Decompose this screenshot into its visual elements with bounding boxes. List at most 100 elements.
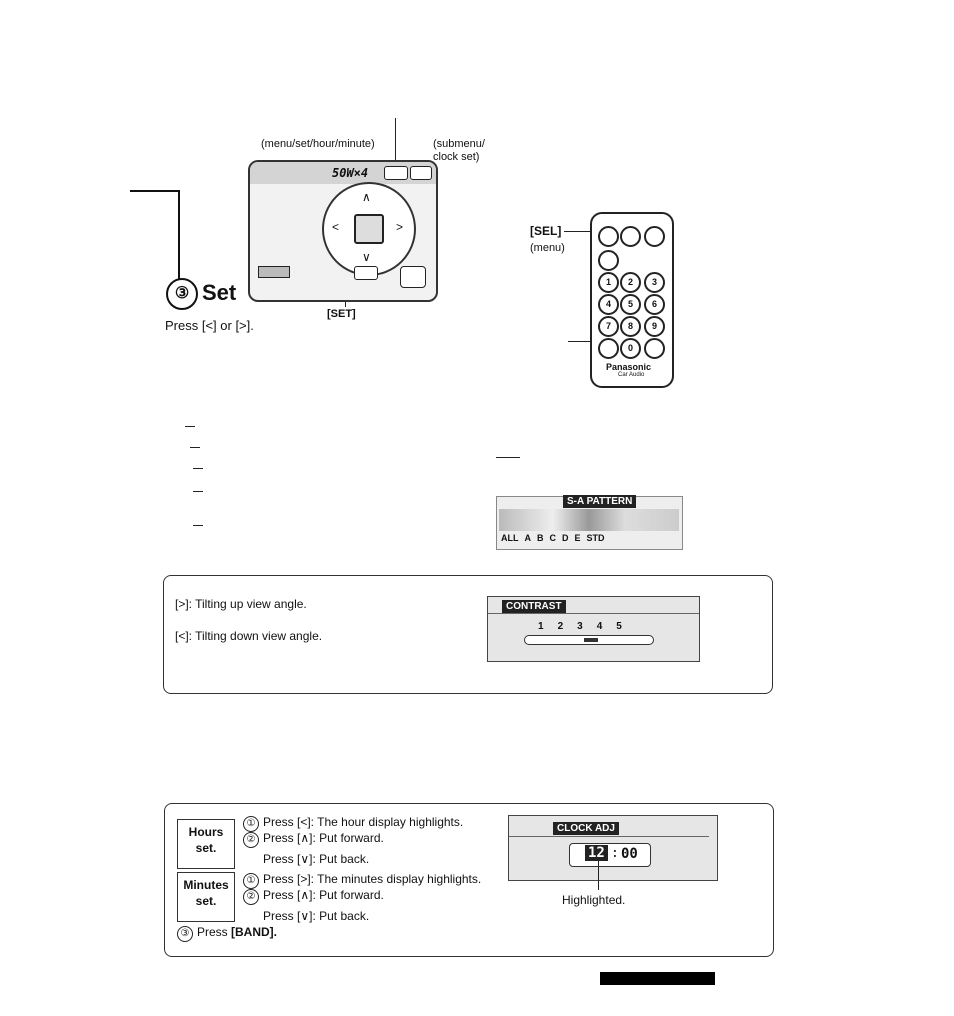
- remote-key-label: 8: [627, 321, 633, 331]
- remote-key-5[interactable]: 5: [620, 294, 641, 315]
- final-step-key: [BAND].: [231, 925, 278, 939]
- remote-key-sel[interactable]: [644, 226, 665, 247]
- contrast-slider-thumb[interactable]: [584, 638, 598, 642]
- contrast-levels: 1 2 3 4 5: [538, 621, 622, 632]
- remote-brand: Panasonic: [606, 362, 652, 372]
- remote-sel-sublabel: (menu): [530, 242, 565, 254]
- hours-step-number: ①: [243, 816, 259, 832]
- sa-option-all[interactable]: ALL: [501, 533, 519, 543]
- hours-step-1: ① Press [<]: The hour display highlights.: [243, 815, 464, 832]
- remote-key-4[interactable]: 4: [598, 294, 619, 315]
- clock-info-box: [164, 803, 774, 957]
- contrast-down-text: [<]: Tilting down view angle.: [175, 629, 323, 643]
- final-step-number: ③: [177, 926, 193, 942]
- contrast-level-4: 4: [596, 621, 603, 632]
- menu-callout-line: [395, 118, 396, 178]
- unit-down-icon[interactable]: ∨: [362, 250, 371, 264]
- contrast-level-2: 2: [557, 621, 564, 632]
- contrast-level-1: 1: [538, 621, 544, 632]
- remote-key-3[interactable]: 3: [644, 272, 665, 293]
- contrast-level-3: 3: [577, 621, 583, 632]
- sa-pattern-map: [499, 509, 679, 531]
- clock-time-frame: [569, 843, 651, 867]
- hours-set-label: Hours set.: [177, 819, 235, 869]
- minutes-steps: ① Press [>]: The minutes display highligh…: [243, 872, 482, 923]
- list-dash-4: [193, 491, 203, 492]
- clock-screen: CLOCK ADJ 12 : 00: [508, 815, 718, 881]
- unit-display-button[interactable]: [258, 266, 290, 278]
- remote-key-label: 4: [605, 299, 611, 309]
- head-unit-panel: 50W×4 ∧ ∨ < >: [248, 160, 438, 302]
- minutes-step-number: ②: [243, 889, 259, 905]
- step-bracket: [130, 190, 180, 192]
- hours-step-text: Press [<]: The hour display highlights.: [263, 815, 464, 829]
- remote-key-label: 5: [627, 299, 633, 309]
- sa-pattern-title: S-A PATTERN: [563, 495, 637, 508]
- unit-left-icon[interactable]: <: [332, 220, 340, 234]
- clock-title: CLOCK ADJ: [553, 822, 619, 835]
- unit-eject-button[interactable]: [400, 266, 426, 288]
- sa-option-c[interactable]: C: [549, 533, 557, 543]
- minutes-step-3: Press [∨]: Put back.: [243, 904, 481, 923]
- contrast-divider: [488, 613, 699, 614]
- list-dash-1: [185, 426, 195, 427]
- remote-band-line: [568, 341, 594, 342]
- remote-sel-label: [SEL]: [530, 224, 562, 238]
- final-step: ③ Press [BAND].: [177, 925, 277, 942]
- sa-option-std[interactable]: STD: [586, 533, 605, 543]
- remote-key-band[interactable]: [598, 338, 619, 359]
- unit-menu-button[interactable]: [384, 166, 408, 180]
- hours-steps: ① Press [<]: The hour display highlights.…: [243, 815, 464, 866]
- remote-key-disp[interactable]: [644, 338, 665, 359]
- clock-caption: Highlighted.: [562, 893, 626, 907]
- sa-option-d[interactable]: D: [562, 533, 569, 543]
- unit-center-button[interactable]: [354, 214, 384, 244]
- remote-key-8[interactable]: 8: [620, 316, 641, 337]
- minutes-step-number: ①: [243, 873, 259, 889]
- unit-disp-button[interactable]: [354, 266, 378, 280]
- step-title: Set: [202, 280, 237, 305]
- remote-key-label: 2: [627, 277, 633, 287]
- hours-step-text: Press [∧]: Put forward.: [263, 831, 384, 845]
- remote-key-6[interactable]: 6: [644, 294, 665, 315]
- remote-key-2[interactable]: 2: [620, 272, 641, 293]
- remote-key-label: 1: [605, 277, 611, 287]
- remote-key-power[interactable]: [598, 226, 619, 247]
- remote-key-menu[interactable]: [620, 226, 641, 247]
- step-number-badge: ③: [166, 278, 198, 310]
- remote-key-label: 9: [651, 321, 657, 331]
- unit-right-icon[interactable]: >: [396, 220, 404, 234]
- remote-key-7[interactable]: 7: [598, 316, 619, 337]
- contrast-level-5: 5: [616, 621, 622, 632]
- clock-divider: [509, 836, 709, 837]
- set-callout-label: [SET]: [327, 308, 356, 320]
- sa-option-e[interactable]: E: [574, 533, 581, 543]
- minutes-step-text: Press [∧]: Put forward.: [263, 888, 384, 902]
- final-step-text: Press: [197, 925, 232, 939]
- sa-option-b[interactable]: B: [537, 533, 544, 543]
- hours-step-text: Press [∨]: Put back.: [263, 852, 370, 866]
- step-bracket-vertical: [178, 190, 180, 280]
- remote-key-9[interactable]: 9: [644, 316, 665, 337]
- step-instruction: Press [<] or [>].: [165, 318, 254, 333]
- unit-open-button[interactable]: [410, 166, 432, 180]
- list-dash-3: [193, 468, 203, 469]
- remote-key-0[interactable]: 0: [620, 338, 641, 359]
- submenu-callout-label: (submenu/ clock set): [433, 138, 485, 163]
- clock-separator-icon: :: [611, 846, 619, 861]
- unit-up-icon[interactable]: ∧: [362, 190, 371, 204]
- minutes-step-text: Press [>]: The minutes display highlight…: [263, 872, 482, 886]
- contrast-up-text: [>]: Tilting up view angle.: [175, 597, 307, 611]
- list-dash-2: [190, 447, 200, 448]
- remote-key-mute[interactable]: [598, 250, 619, 271]
- remote-key-label: 3: [651, 277, 657, 287]
- sa-option-a[interactable]: A: [524, 533, 532, 543]
- unit-brand-label: 50W×4: [332, 166, 369, 180]
- unit-dial[interactable]: ∧ ∨ < >: [322, 182, 416, 276]
- menu-callout-label: (menu/set/hour/minute): [261, 138, 375, 150]
- minutes-step-1: ① Press [>]: The minutes display highligh…: [243, 872, 482, 889]
- remote-key-1[interactable]: 1: [598, 272, 619, 293]
